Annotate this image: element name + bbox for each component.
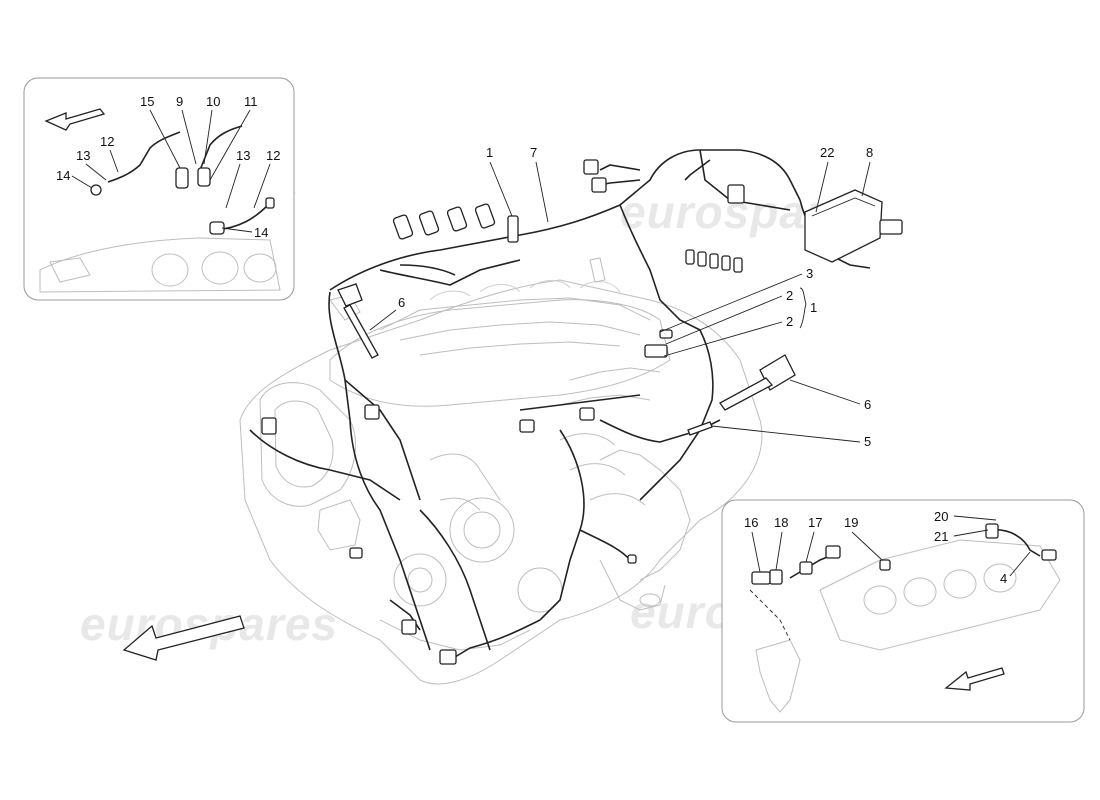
callout-14a: 14 bbox=[56, 168, 70, 183]
engine-block bbox=[239, 257, 763, 685]
callout-16: 16 bbox=[744, 515, 758, 530]
ignition-coil-right bbox=[719, 354, 796, 411]
callout-21: 21 bbox=[934, 529, 948, 544]
ignition-coil-left bbox=[337, 283, 379, 359]
callout-20: 20 bbox=[934, 509, 948, 524]
direction-arrow-icon bbox=[944, 667, 1005, 691]
callout-3: 3 bbox=[806, 266, 813, 281]
callout-13a: 13 bbox=[76, 148, 90, 163]
callout-8-ecu: 8 bbox=[866, 145, 873, 160]
callout-7-harness: 7 bbox=[530, 145, 537, 160]
callout-1-group: 1 bbox=[810, 300, 817, 315]
callout-11: 11 bbox=[244, 94, 258, 109]
callout-15: 15 bbox=[140, 94, 154, 109]
callout-12a: 12 bbox=[100, 134, 114, 149]
callout-17: 17 bbox=[808, 515, 822, 530]
callout-6-coil-right: 6 bbox=[864, 397, 871, 412]
injector-right bbox=[644, 344, 668, 358]
callout-12b: 12 bbox=[266, 148, 280, 163]
coil-connector-bank bbox=[685, 249, 743, 273]
direction-arrow-icon bbox=[122, 615, 245, 661]
callout-6-coil-left: 6 bbox=[398, 295, 405, 310]
callout-9: 9 bbox=[176, 94, 183, 109]
callout-10: 10 bbox=[206, 94, 220, 109]
harness-components bbox=[261, 159, 903, 665]
callout-2b: 2 bbox=[786, 314, 793, 329]
callout-14b: 14 bbox=[254, 225, 268, 240]
callout-4: 4 bbox=[1000, 571, 1007, 586]
direction-arrow-icon bbox=[44, 108, 106, 131]
main-callouts: 1 7 22 8 3 2 2 1 6 6 5 bbox=[369, 145, 873, 449]
callout-18: 18 bbox=[774, 515, 788, 530]
callout-2a: 2 bbox=[786, 288, 793, 303]
callout-1-injector: 1 bbox=[486, 145, 493, 160]
ecu-unit bbox=[804, 189, 903, 263]
callout-19: 19 bbox=[844, 515, 858, 530]
callout-13b: 13 bbox=[236, 148, 250, 163]
spark-plug bbox=[687, 421, 713, 436]
inset-bottom-right: 16 18 17 19 20 21 4 bbox=[721, 499, 1085, 723]
inset-top-left: 15 9 10 11 12 13 14 13 12 14 bbox=[23, 77, 295, 301]
callout-5-spark-plug: 5 bbox=[864, 434, 871, 449]
callout-22-screw: 22 bbox=[820, 145, 834, 160]
injector-connectors-top bbox=[392, 203, 519, 243]
